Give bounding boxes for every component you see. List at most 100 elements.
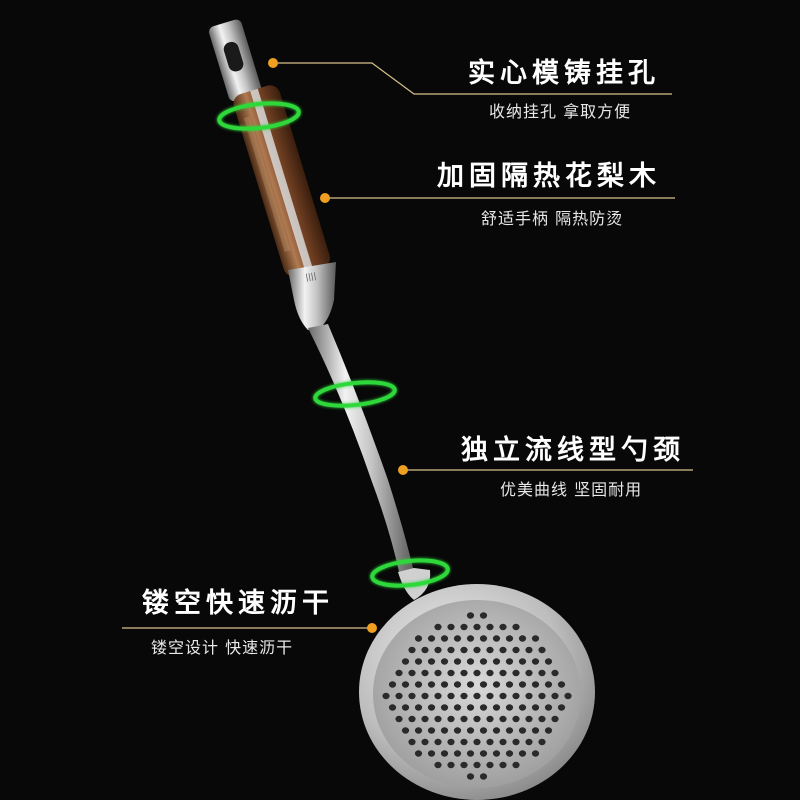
strainer-hole [466, 773, 475, 780]
strainer-hole [421, 738, 429, 746]
strainer-hole [466, 750, 475, 757]
strainer-hole [473, 738, 481, 746]
ferrule [288, 262, 336, 330]
strainer-hole [544, 727, 553, 734]
strainer-hole [525, 669, 533, 677]
strainer-hole [440, 727, 449, 734]
strainer-hole [473, 761, 481, 769]
strainer-hole [512, 623, 520, 631]
strainer-hole [434, 692, 442, 700]
strainer-hole [492, 750, 501, 757]
strainer-hole [492, 704, 501, 711]
strainer-hole [421, 646, 429, 654]
strainer-hole [499, 669, 507, 677]
strainer-hole [512, 761, 520, 769]
strainer-hole [473, 692, 481, 700]
strainer-hole [479, 704, 488, 711]
ladle: |||| [209, 19, 595, 800]
strainer-hole [447, 692, 455, 700]
ring-2 [313, 380, 397, 408]
strainer-hole [395, 692, 403, 700]
strainer-hole [408, 715, 416, 723]
strainer-hole [531, 727, 540, 734]
feature-title: 独立流线型勺颈 [461, 435, 685, 466]
strainer-hole [551, 692, 559, 700]
strainer-hole [518, 681, 527, 688]
strainer-hole [460, 669, 468, 677]
strainer-hole [427, 658, 436, 665]
ring-1 [217, 101, 301, 131]
strainer-hole [466, 612, 475, 619]
strainer-hole [427, 635, 436, 642]
strainer-hole [421, 715, 429, 723]
strainer-hole [538, 646, 546, 654]
strainer-hole [401, 681, 410, 688]
strainer-hole [414, 658, 423, 665]
strainer-hole [382, 692, 390, 700]
strainer-holes [382, 612, 572, 780]
strainer-hole [479, 658, 488, 665]
feature-title: 实心模铸挂孔 [468, 58, 660, 89]
strainer-hole [512, 738, 520, 746]
strainer-hole [531, 704, 540, 711]
strainer-hole [427, 727, 436, 734]
strainer-hole [551, 715, 559, 723]
strainer-hole [538, 738, 546, 746]
strainer-hole [479, 727, 488, 734]
strainer-hole [401, 704, 410, 711]
strainer-hole [505, 681, 514, 688]
strainer-hole [518, 727, 527, 734]
strainer-hole [518, 750, 527, 757]
strainer-hole [473, 623, 481, 631]
strainer-hole [466, 635, 475, 642]
strainer-hole [525, 692, 533, 700]
callout-lines [122, 62, 693, 629]
strainer-hole [473, 669, 481, 677]
strainer-hole [544, 658, 553, 665]
strainer-hole [414, 635, 423, 642]
strainer-hole [531, 658, 540, 665]
strainer-hole [557, 704, 566, 711]
strainer-hole [486, 623, 494, 631]
strainer-hole [434, 715, 442, 723]
strainer-hole [434, 646, 442, 654]
ring-3 [370, 558, 450, 588]
strainer-hole [512, 669, 520, 677]
strainer-hole [414, 681, 423, 688]
strainer-hole [466, 681, 475, 688]
strainer-hole [479, 635, 488, 642]
strainer-hole [401, 658, 410, 665]
strainer-hole [440, 704, 449, 711]
strainer-hole [557, 681, 566, 688]
strainer-hole [440, 658, 449, 665]
strainer-hole [401, 727, 410, 734]
strainer-hole [531, 750, 540, 757]
strainer-hole [538, 692, 546, 700]
strainer-hole [434, 623, 442, 631]
strainer-hole [460, 646, 468, 654]
feature-subtitle: 收纳挂孔 拿取方便 [489, 102, 632, 121]
strainer-hole [447, 761, 455, 769]
strainer-hole [408, 646, 416, 654]
highlight-rings [217, 101, 450, 588]
strainer-hole [453, 658, 462, 665]
strainer-hole [395, 715, 403, 723]
strainer-hole [447, 715, 455, 723]
strainer-hole [486, 761, 494, 769]
strainer-hole [479, 750, 488, 757]
strainer-hole [453, 681, 462, 688]
strainer-hole [486, 715, 494, 723]
feature-subtitle: 舒适手柄 隔热防烫 [481, 209, 624, 228]
strainer-hole [427, 681, 436, 688]
strainer-hole [427, 750, 436, 757]
strainer-hole [447, 738, 455, 746]
strainer-hole [551, 669, 559, 677]
strainer-hole [486, 669, 494, 677]
strainer-hole [460, 761, 468, 769]
strainer-hole [408, 738, 416, 746]
strainer-hole [518, 704, 527, 711]
strainer-hole [512, 692, 520, 700]
strainer-hole [414, 750, 423, 757]
strainer-hole [460, 623, 468, 631]
